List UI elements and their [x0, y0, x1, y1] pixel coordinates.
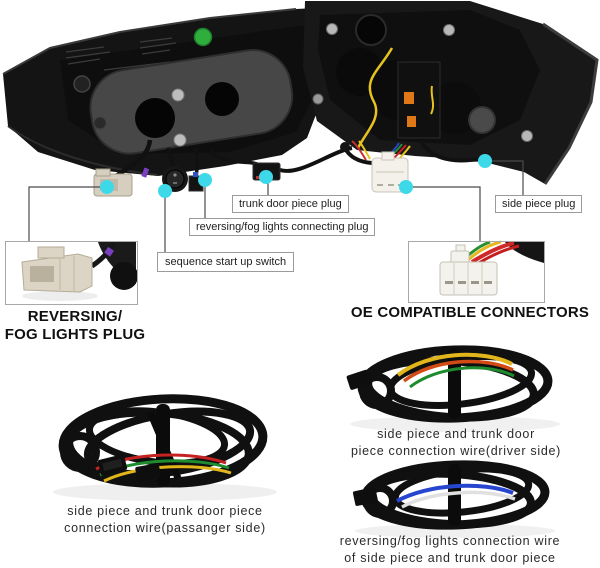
connection-point-marker: [100, 180, 114, 194]
connection-point-marker: [198, 173, 212, 187]
embossed-text-lines: [65, 37, 177, 71]
caption-line: FOG LIGHTS PLUG: [4, 326, 146, 343]
caption-line: REVERSING/: [27, 308, 123, 325]
harness-driver-photo: [346, 345, 560, 432]
side-piece-tail-light-photo: [303, 1, 599, 185]
mounting-stud: [93, 116, 107, 130]
connection-point-markers: [100, 154, 492, 198]
harness-reversing-photo: [352, 460, 555, 538]
caption-line: side piece and trunk door: [377, 427, 535, 441]
reversing-plug-photo: [21, 241, 138, 301]
mounting-stud: [340, 142, 350, 152]
caption-line: side piece and trunk door piece: [67, 504, 263, 518]
socket-recess: [429, 82, 481, 134]
reversing-fog-plug-connector: [93, 168, 133, 197]
oe-connector-photo: [439, 240, 544, 296]
callout-line: [485, 160, 524, 195]
bulb-hole: [355, 14, 387, 46]
harness-driver-caption: side piece and trunk door piece connecti…: [318, 426, 594, 460]
silver-screw: [326, 23, 338, 35]
purple-wire-band: [141, 167, 150, 178]
oe-connector-photo-frame: [408, 241, 545, 303]
callout-sequence-start-up-switch: sequence start up switch: [157, 252, 295, 272]
harness-passenger-photo: [53, 394, 277, 501]
connection-point-marker: [259, 170, 273, 184]
side-piece-plug-connector: [371, 151, 409, 193]
round-cap: [468, 106, 496, 134]
connection-point-marker: [158, 184, 172, 198]
callout-side-piece-plug: side piece plug: [495, 195, 583, 213]
trunk-door-tail-light-photo: [2, 7, 353, 179]
caption-line: piece connection wire(driver side): [351, 444, 561, 458]
callout-trunk-door-piece-plug: trunk door piece plug: [232, 195, 349, 213]
bulb-hole: [135, 98, 175, 138]
caption-line: of side piece and trunk door piece: [344, 551, 556, 565]
caption-line: connection wire(passanger side): [64, 521, 266, 535]
caption-line: reversing/fog lights connection wire: [339, 534, 561, 548]
connection-point-marker: [399, 180, 413, 194]
orange-clip: [407, 116, 416, 127]
silver-screw: [312, 93, 324, 105]
mounting-screw: [73, 75, 91, 93]
harness-passenger-caption: side piece and trunk door piece connecti…: [25, 503, 305, 537]
harness-reversing-colored-wires: [396, 483, 516, 509]
silver-bolt: [171, 88, 185, 102]
connection-point-marker: [478, 154, 492, 168]
bulb-hole: [205, 82, 239, 116]
reversing-plug-photo-frame: [5, 241, 138, 305]
silver-screw: [521, 130, 533, 142]
callout-reversing-fog-lights-connecting-plug: reversing/fog lights connecting plug: [189, 218, 376, 236]
harness-driver-colored-wires: [396, 352, 515, 389]
green-dot-sticker: [193, 27, 213, 47]
silver-bolt: [173, 133, 187, 147]
orange-clip: [404, 92, 414, 104]
yellow-wire: [356, 47, 434, 149]
callout-line: [406, 186, 481, 241]
callout-line: [28, 186, 107, 241]
reversing-fog-lights-plug-caption: REVERSING/ FOG LIGHTS PLUG: [0, 308, 150, 344]
harness-reversing-caption: reversing/fog lights connection wire of …: [305, 533, 595, 567]
oe-compatible-connectors-caption: OE COMPATIBLE CONNECTORS: [350, 304, 590, 321]
oe-connector-pins: [445, 281, 492, 284]
silver-screw: [443, 24, 455, 36]
